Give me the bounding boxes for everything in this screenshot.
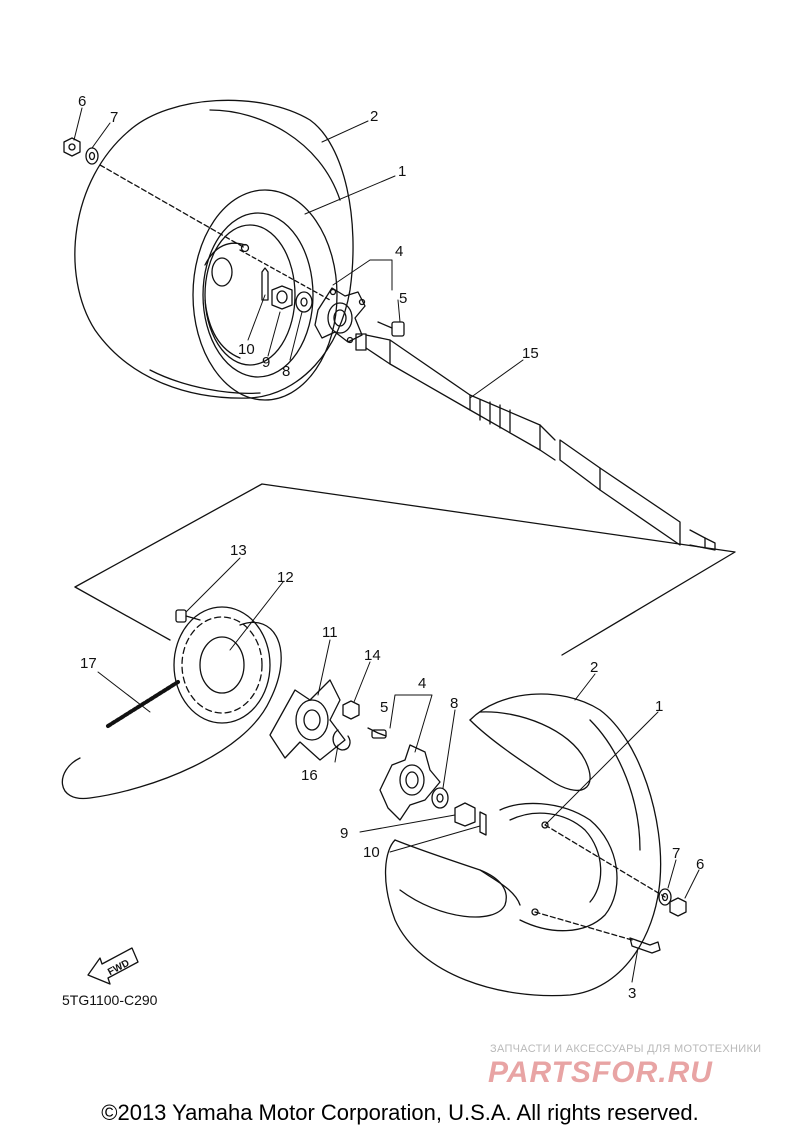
callout-3: 3 [628,985,636,1002]
callout-1-lower: 1 [655,698,663,715]
callout-1-upper: 1 [398,163,406,180]
lower-cotter-pin-10 [479,811,487,836]
lower-washer-7 [658,888,672,906]
callout-8-lower: 8 [450,695,458,712]
lower-stud-line [544,824,666,898]
explosion-plane [74,483,736,656]
fwd-arrow-icon [87,947,139,985]
bolt-13 [175,609,201,623]
nut-14 [342,700,360,720]
upper-cotter-pin-10 [261,267,269,301]
leader-lines [73,107,700,983]
callout-10-lower: 10 [363,844,380,861]
callout-9-upper: 9 [262,354,270,371]
callout-5-upper: 5 [399,290,407,307]
chain-17 [61,621,282,800]
callout-7-lower: 7 [672,845,680,862]
callout-17: 17 [80,655,97,672]
fwd-label: FWD [106,958,131,978]
diagram-code: 5TG1100-C290 [62,992,158,1008]
watermark-logo: PARTSFOR.RU [488,1056,713,1089]
callout-4-lower: 4 [418,675,426,692]
upper-bolt-5 [377,321,405,337]
valve-line [534,911,633,941]
callout-5-lower: 5 [380,699,388,716]
lower-tire [384,693,662,997]
callout-16: 16 [301,767,318,784]
lower-hub-4 [379,744,441,821]
lower-nut-6 [669,897,687,917]
lower-bolt-5 [367,727,387,739]
upper-tire [74,99,354,401]
upper-washer-8 [295,291,313,313]
callout-9-lower: 9 [340,825,348,842]
upper-nut-6 [63,137,81,157]
watermark-tagline: ЗАПЧАСТИ И АКСЕССУАРЫ ДЛЯ МОТОТЕХНИКИ [490,1043,762,1055]
callout-4-upper: 4 [395,243,403,260]
upper-stud-line [99,164,246,249]
copyright-notice: ©2013 Yamaha Motor Corporation, U.S.A. A… [101,1100,699,1125]
circlip-16 [332,729,351,751]
upper-rim [202,212,314,378]
callout-11: 11 [322,624,338,641]
callout-15: 15 [522,345,539,362]
lower-rim [479,802,618,932]
upper-washer-7 [85,147,99,165]
callout-6-lower: 6 [696,856,704,873]
callout-14: 14 [364,647,381,664]
valve-stem-3 [629,937,661,954]
callout-8-upper: 8 [282,363,290,380]
callout-7-upper: 7 [110,109,118,126]
callout-12: 12 [277,569,294,586]
lower-washer-8 [431,787,449,809]
callout-2-lower: 2 [590,659,598,676]
upper-castle-nut-9 [271,285,293,310]
callout-13: 13 [230,542,247,559]
callout-2-upper: 2 [370,108,378,125]
upper-axis-line [239,249,331,301]
rear-axle-15 [355,333,716,551]
callout-10-upper: 10 [238,341,255,358]
sprocket-12 [173,606,271,724]
callout-6-upper: 6 [78,93,86,110]
hub-11 [269,679,346,761]
lower-castle-nut-9 [454,802,476,827]
upper-hub-4 [314,287,366,344]
